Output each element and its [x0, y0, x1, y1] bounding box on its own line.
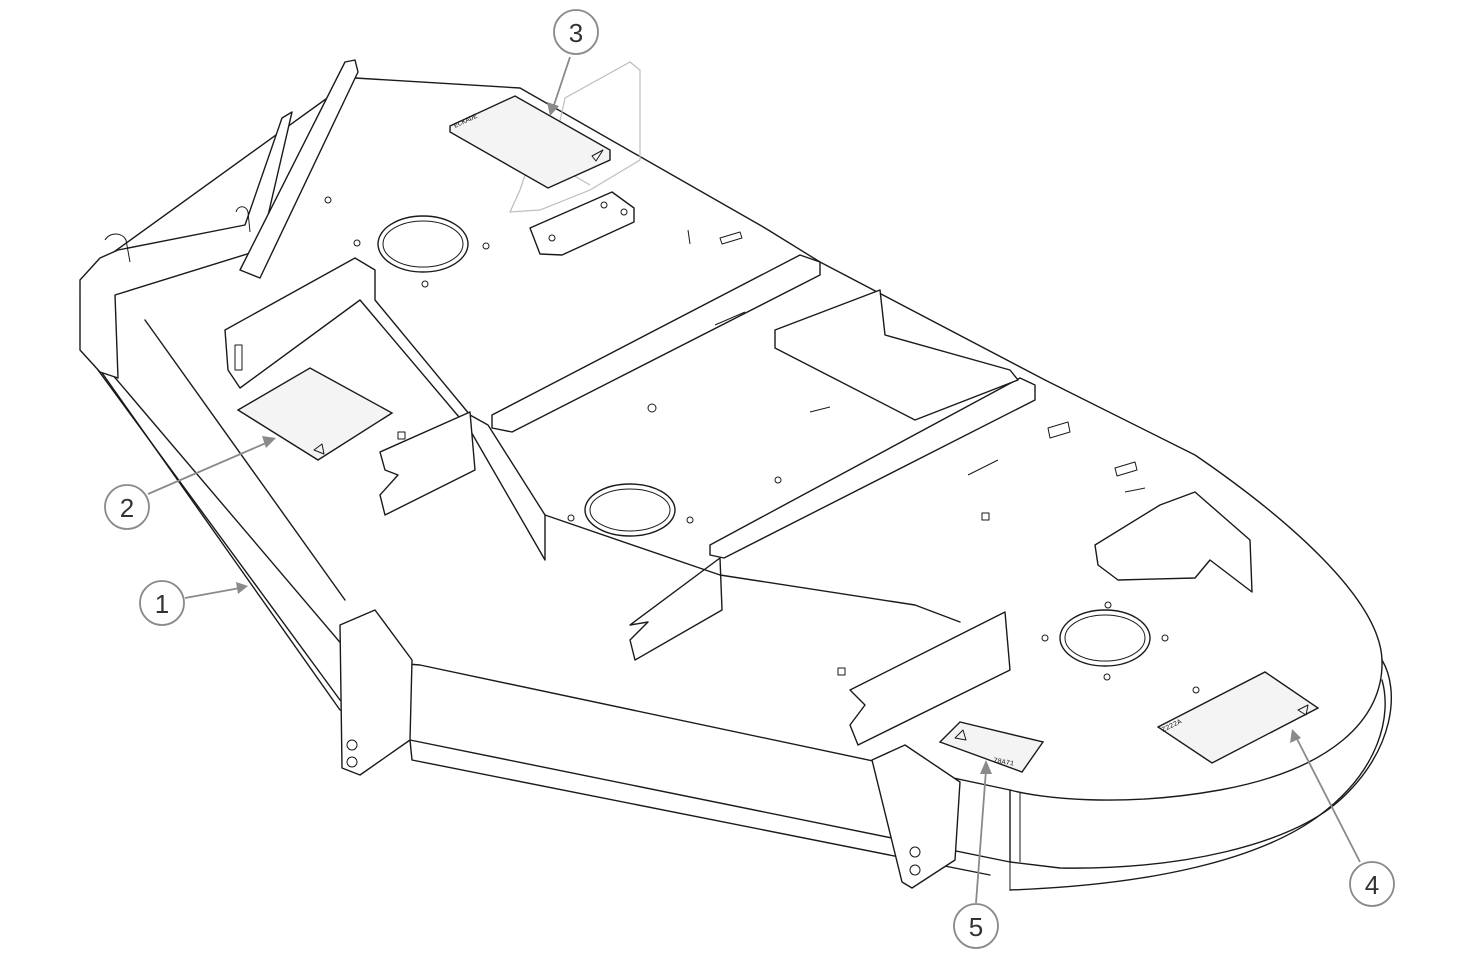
callout-4: 4 [1349, 861, 1395, 907]
right-upper-bracket [1094, 491, 1253, 593]
callout-1-label: 1 [155, 589, 169, 619]
callout-2: 2 [104, 484, 150, 530]
callout-2-label: 2 [120, 493, 134, 523]
left-front-bumper [79, 111, 293, 379]
left-mount-plate [379, 411, 476, 516]
decal-4 [1156, 671, 1320, 764]
decals: ECKADE Z222A 78A71 [236, 95, 1320, 773]
callout-5: 5 [953, 903, 999, 949]
center-bar-upper [491, 254, 821, 433]
access-cover [529, 191, 635, 256]
decal-5 [938, 721, 1045, 773]
leader-1 [184, 587, 241, 599]
right-chute-flap [774, 289, 1019, 421]
left-rail [239, 59, 359, 279]
svg-text:78A71: 78A71 [992, 757, 1014, 769]
front-left-bracket [339, 609, 413, 776]
mower-deck [79, 59, 1392, 891]
decal-3 [449, 95, 611, 189]
callouts: 1 2 3 4 5 [104, 9, 1395, 949]
callout-4-label: 4 [1365, 870, 1379, 900]
center-bar-lower [709, 377, 1036, 559]
right-mount-plate [849, 611, 1011, 746]
front-right-bracket [871, 744, 961, 889]
spindle-hole-center [584, 483, 676, 537]
decal-2 [236, 367, 394, 461]
callout-1: 1 [139, 580, 185, 626]
callout-3-label: 3 [569, 18, 583, 48]
spindle-hole-left [377, 215, 469, 273]
leader-5 [975, 769, 987, 904]
spindle-hole-right [1059, 609, 1151, 667]
leader-2 [147, 442, 267, 495]
leader-3 [552, 56, 571, 109]
leader-4 [1295, 736, 1361, 863]
center-mount-plate [629, 557, 723, 661]
callout-3: 3 [553, 9, 599, 55]
callout-5-label: 5 [969, 912, 983, 942]
